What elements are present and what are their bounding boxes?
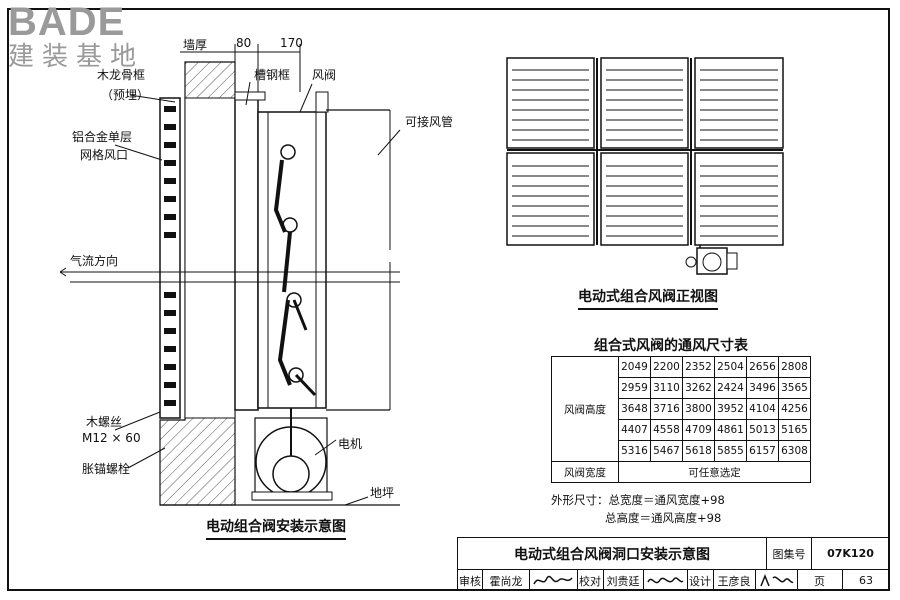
signature-mark [647, 576, 684, 583]
label-wood-frame: 木龙骨框 [97, 68, 146, 82]
page-label: 页 [797, 570, 843, 591]
table-cell: 5013 [746, 419, 779, 441]
designer-name: 王彦良 [713, 570, 756, 591]
table-cell: 3952 [714, 398, 747, 420]
brand-logo: BADE 建装基地 [8, 2, 144, 72]
label-dim-170: 170 [280, 36, 303, 50]
label-floor: 地坪 [370, 486, 395, 500]
table-cell: 2504 [714, 356, 747, 378]
drawing-title: 电动式组合风阀洞口安装示意图 [457, 538, 767, 569]
grille-slats [164, 106, 176, 406]
logo-subtitle-text: 建装基地 [8, 42, 145, 72]
table-row: 风阀高度 2049 2200 2352 2504 2656 2808 [551, 356, 811, 462]
note-line1: 外形尺寸：总宽度＝通风宽度+98 [551, 493, 725, 507]
label-connectable-duct: 可接风管 [405, 115, 454, 129]
width-label-cell: 风阀宽度 [551, 461, 619, 483]
label-preembed: （预埋） [101, 88, 150, 102]
label-expansion-bolt: 胀锚螺栓 [82, 462, 131, 476]
table-cell: 2049 [618, 356, 651, 378]
table-row: 5316 5467 5618 5855 6157 6308 [552, 440, 811, 462]
table-cell: 5165 [778, 419, 811, 441]
dimension-table-title: 组合式风阀的通风尺寸表 [594, 338, 748, 354]
label-wood-screw-line2: M12 × 60 [82, 431, 141, 445]
table-cell: 3565 [778, 377, 811, 399]
table-cell: 3262 [682, 377, 715, 399]
table-cell: 5467 [650, 440, 683, 462]
label-airflow: 气流方向 [70, 254, 119, 268]
dimension-table: 风阀高度 2049 2200 2352 2504 2656 2808 2959 … [551, 356, 811, 483]
table-cell: 4104 [746, 398, 779, 420]
table-cell: 2352 [682, 356, 715, 378]
width-value-cell: 可任意选定 [618, 461, 811, 483]
section-view-title: 电动组合阀安装示意图 [206, 516, 346, 540]
table-cell: 4558 [650, 419, 683, 441]
reviewer-name: 霍尚龙 [483, 570, 530, 591]
table-cell: 5618 [682, 440, 715, 462]
atlas-number: 07K120 [827, 547, 874, 560]
table-cell: 4861 [714, 419, 747, 441]
front-view-title: 电动式组合风阀正视图 [578, 286, 718, 310]
label-wall-thickness: 墙厚 [183, 38, 208, 52]
table-cell: 2959 [618, 377, 651, 399]
label-channel-frame: 槽钢框 [254, 68, 291, 82]
table-cell: 3716 [650, 398, 683, 420]
designer-signature [755, 570, 798, 591]
table-row: 4407 4558 4709 4861 5013 5165 [552, 419, 811, 441]
drawing-frame [7, 8, 890, 591]
label-grille-line1: 铝合金单层 [72, 130, 133, 144]
label-dim-80: 80 [236, 36, 252, 50]
label-wood-screw-line1: 木螺丝 [86, 415, 123, 429]
table-cell: 2656 [746, 356, 779, 378]
review-label: 审核 [457, 570, 483, 591]
height-label-cell: 风阀高度 [551, 356, 619, 462]
title-block-row2: 审核 霍尚龙 校对 刘贵廷 设计 王彦良 页 63 [457, 570, 890, 591]
logo-brand-text: BADE [8, 0, 126, 44]
table-cell: 2424 [714, 377, 747, 399]
title-block: 电动式组合风阀洞口安装示意图 图集号 07K120 审核 霍尚龙 校对 刘贵廷 … [457, 537, 890, 591]
table-cell: 3110 [650, 377, 683, 399]
check-label: 校对 [577, 570, 604, 591]
label-grille-line2: 网格风口 [80, 148, 129, 162]
signature-mark [533, 575, 573, 584]
damper-linkage [273, 144, 317, 397]
table-row: 风阀宽度 可任意选定 [551, 461, 811, 483]
table-cell: 2808 [778, 356, 811, 378]
design-label: 设计 [687, 570, 714, 591]
table-row: 2959 3110 3262 2424 3496 3565 [552, 377, 811, 399]
checker-signature [643, 570, 688, 591]
table-row: 3648 3716 3800 3952 4104 4256 [552, 398, 811, 420]
table-cell: 6308 [778, 440, 811, 462]
table-cell: 5316 [618, 440, 651, 462]
note-line2: 总高度＝通风高度+98 [605, 511, 722, 525]
label-damper: 风阀 [312, 68, 337, 82]
table-cell: 4256 [778, 398, 811, 420]
table-cell: 5855 [714, 440, 747, 462]
table-cell: 2200 [650, 356, 683, 378]
table-cell: 3496 [746, 377, 779, 399]
reviewer-signature [529, 570, 578, 591]
title-block-row1: 电动式组合风阀洞口安装示意图 图集号 07K120 [457, 537, 890, 570]
table-cell: 4407 [618, 419, 651, 441]
page-number: 63 [859, 574, 873, 587]
signature-mark [760, 573, 794, 586]
table-cell: 3800 [682, 398, 715, 420]
table-cell: 6157 [746, 440, 779, 462]
atlas-label: 图集号 [767, 538, 812, 569]
table-cell: 3648 [618, 398, 651, 420]
table-cell: 4709 [682, 419, 715, 441]
checker-name: 刘贵廷 [603, 570, 644, 591]
label-motor: 电机 [338, 437, 363, 451]
